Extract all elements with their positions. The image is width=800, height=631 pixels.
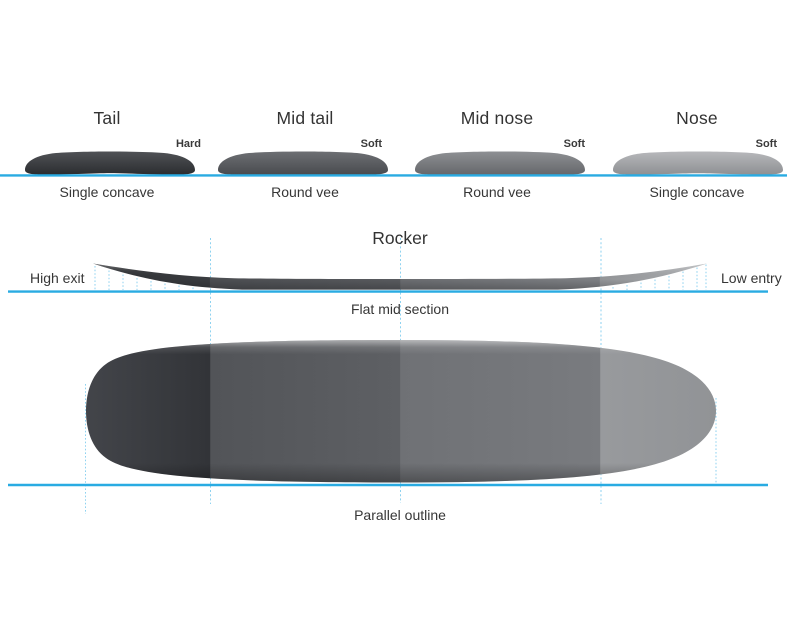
tail-cross-section-shape — [25, 151, 195, 175]
rail-edge-label-mid-nose: Soft — [563, 138, 585, 150]
rail-edge-label-tail: Hard — [175, 138, 201, 150]
cross-section-title-mid-tail: Mid tail — [276, 108, 334, 128]
bottom-contour-label-nose: Single concave — [649, 184, 745, 200]
nose-cross-section-shape — [613, 151, 783, 175]
rocker-ticks — [94, 264, 707, 290]
cross-section-title-mid-nose: Mid nose — [460, 108, 534, 128]
low-entry-label: Low entry — [721, 270, 782, 286]
mid-nose-cross-section-shape — [415, 151, 585, 176]
rail-edge-label-nose: Soft — [755, 138, 777, 150]
rocker-profile-shape — [93, 263, 707, 290]
guide-lines — [85, 238, 717, 514]
parallel-outline-label: Parallel outline — [354, 507, 446, 523]
bottom-contour-label-mid-nose: Round vee — [463, 184, 531, 200]
bottom-contour-label-mid-tail: Round vee — [271, 184, 339, 200]
rail-edge-label-mid-tail: Soft — [360, 138, 382, 150]
mid-tail-cross-section-shape — [218, 151, 388, 176]
outline-plan-shape — [86, 340, 716, 483]
waterlines — [0, 174, 787, 487]
cross-section-title-tail: Tail — [93, 108, 121, 128]
rocker-title: Rocker — [372, 228, 428, 248]
cross-section-title-nose: Nose — [676, 108, 718, 128]
flat-mid-section-label: Flat mid section — [350, 301, 450, 317]
high-exit-label: High exit — [30, 270, 85, 286]
bottom-contour-label-tail: Single concave — [59, 184, 155, 200]
